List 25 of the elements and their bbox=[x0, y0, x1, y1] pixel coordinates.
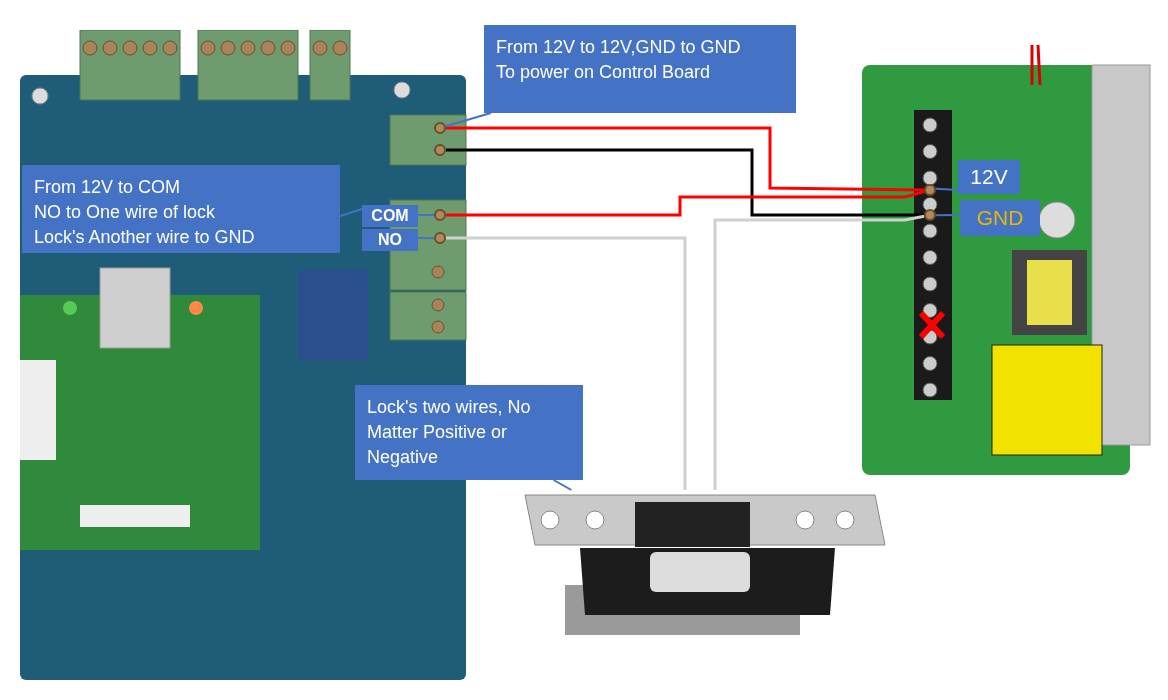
leader-line bbox=[444, 112, 492, 128]
callout-text: NO to One wire of lock bbox=[34, 201, 217, 224]
leader-line bbox=[417, 214, 435, 217]
leader-line bbox=[417, 237, 435, 240]
callout-text: To power on Control Board bbox=[496, 61, 712, 84]
terminal-label: 12V bbox=[958, 160, 1020, 194]
callout-text: Lock's Another wire to GND bbox=[34, 226, 256, 249]
terminal-label: NO bbox=[362, 229, 418, 251]
callout-box bbox=[22, 165, 340, 253]
terminal-label: GND bbox=[960, 200, 1040, 236]
leader-line bbox=[552, 479, 573, 491]
leader-line bbox=[934, 187, 959, 191]
callout-text: From 12V to COM bbox=[34, 176, 182, 199]
callout-text: From 12V to 12V,GND to GND bbox=[496, 36, 742, 59]
callout-text: Lock's two wires, No Matter Positive or Negative bbox=[367, 396, 532, 469]
wire bbox=[446, 148, 924, 217]
leader-line bbox=[935, 214, 961, 217]
wire bbox=[713, 214, 925, 490]
wire bbox=[446, 190, 925, 217]
callout-box bbox=[355, 385, 583, 480]
terminal-label: COM bbox=[362, 205, 418, 227]
leader-line bbox=[339, 208, 363, 217]
wire bbox=[446, 126, 924, 192]
callout-box bbox=[484, 25, 796, 113]
wire bbox=[446, 236, 687, 490]
